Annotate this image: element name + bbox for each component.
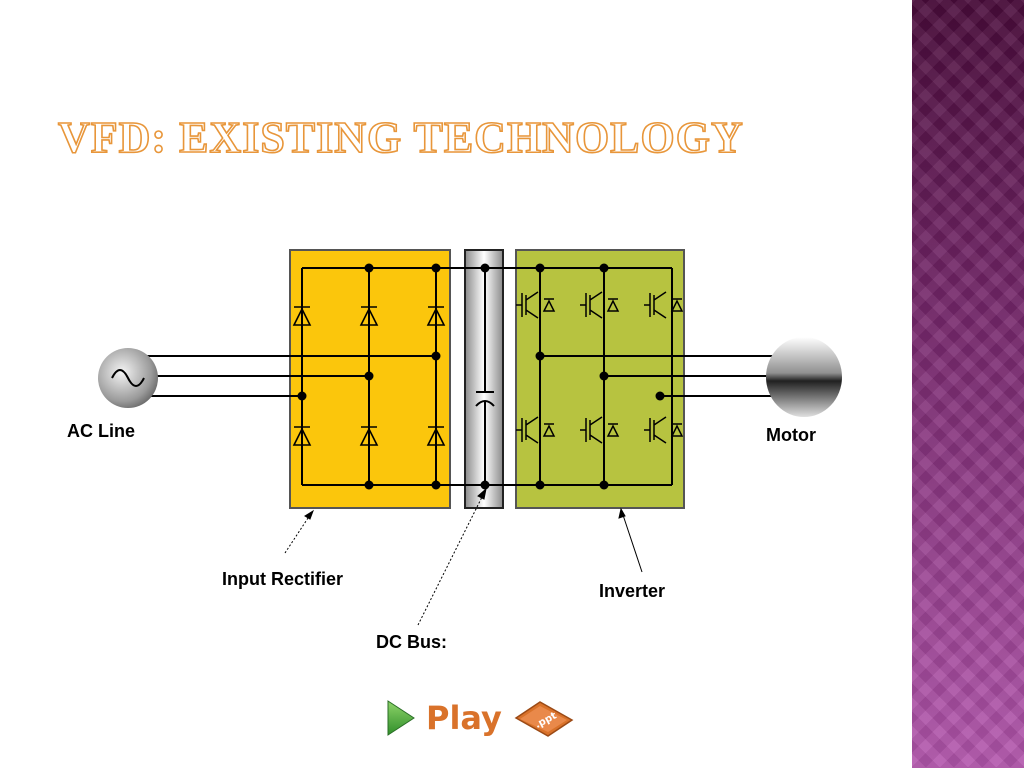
play-label: Play <box>426 699 502 737</box>
igbt-icon <box>644 291 684 319</box>
play-triangle-icon <box>387 700 415 736</box>
ac-line-label: AC Line <box>67 421 135 441</box>
inverter-switches <box>516 291 684 444</box>
diode-icon <box>292 426 312 446</box>
decorative-side-band <box>912 0 1024 768</box>
igbt-icon <box>516 291 556 319</box>
igbt-icon <box>580 291 620 319</box>
diode-icon <box>359 426 379 446</box>
input-rectifier-label: Input Rectifier <box>222 569 343 589</box>
ac-source-icon <box>98 348 158 408</box>
inverter-block <box>515 249 685 509</box>
dc-bus-circuit <box>475 267 672 486</box>
diode-icon <box>292 306 312 326</box>
diode-icon <box>359 306 379 326</box>
slide-title: VFD: Existing Technology <box>57 112 744 163</box>
rectifier-diodes <box>292 306 446 446</box>
inverter-label: Inverter <box>599 581 665 601</box>
pointer-lines <box>284 487 643 626</box>
ppt-badge-icon: .ppt <box>514 701 574 737</box>
ac-input-lines <box>130 355 436 397</box>
play-button[interactable]: Play .ppt <box>384 698 576 738</box>
vfd-circuit-diagram: AC Line Motor Input Rectifier DC Bus: In… <box>67 249 842 652</box>
igbt-icon <box>580 416 620 444</box>
junction-dots <box>297 263 665 490</box>
diode-icon <box>426 426 446 446</box>
dc-bus-label: DC Bus: <box>376 632 447 652</box>
igbt-icon <box>644 416 684 444</box>
igbt-icon <box>516 416 556 444</box>
motor-icon <box>766 337 842 417</box>
motor-label: Motor <box>766 425 816 445</box>
diode-icon <box>426 306 446 326</box>
